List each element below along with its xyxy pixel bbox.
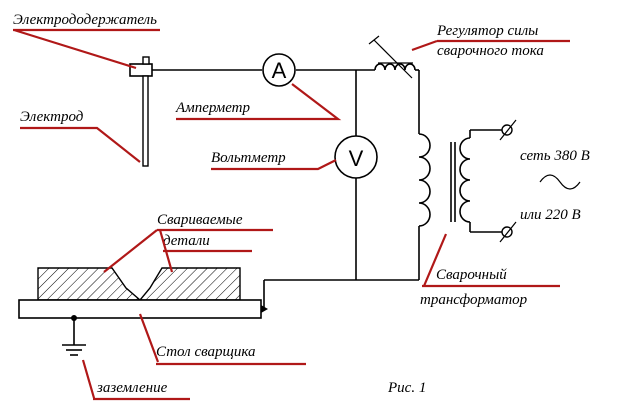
mains-terminal-top — [499, 119, 517, 141]
leader-regulator — [411, 39, 570, 52]
label-transformer-line2: трансформатор — [420, 292, 528, 308]
leader-transformer — [422, 233, 560, 288]
leader-ammeter — [176, 83, 342, 121]
figure-caption: Рис. 1 — [387, 380, 426, 396]
electrode — [142, 75, 149, 167]
label-ammeter: Амперметр — [175, 100, 251, 116]
ac-symbol — [539, 174, 581, 190]
ground-symbol — [62, 315, 86, 356]
voltmeter-symbol: V — [349, 146, 364, 171]
label-regulator-line1: Регулятор силы — [436, 23, 538, 39]
label-voltmeter: Вольтметр — [211, 150, 286, 166]
label-mains-220: или 220 В — [520, 207, 581, 223]
voltmeter: V — [334, 135, 378, 179]
welding-transformer — [418, 129, 506, 233]
label-regulator-line2: сварочного тока — [437, 43, 544, 59]
label-transformer-line1: Сварочный — [436, 267, 507, 283]
workpieces — [37, 267, 241, 301]
label-mains-380: сеть 380 В — [520, 148, 590, 164]
leader-voltmeter — [211, 159, 337, 171]
label-parts-line1: Свариваемые — [157, 212, 243, 228]
leader-electrode — [20, 126, 141, 163]
leader-table — [138, 313, 306, 366]
label-electrode: Электрод — [20, 109, 84, 125]
ammeter-symbol: A — [272, 58, 287, 83]
current-regulator — [368, 35, 416, 79]
circuit-wires — [147, 69, 420, 310]
leader-electrode-holder — [13, 28, 160, 70]
label-electrode-holder: Электрододержатель — [13, 12, 157, 28]
label-parts-line2: детали — [163, 233, 210, 249]
label-table: Стол сварщика — [156, 344, 256, 360]
mains-terminal-bottom — [499, 221, 517, 243]
leader-parts — [103, 228, 273, 273]
ammeter: A — [262, 53, 296, 87]
welder-table — [18, 299, 268, 319]
leader-ground — [81, 359, 190, 401]
label-ground: заземление — [96, 380, 168, 396]
